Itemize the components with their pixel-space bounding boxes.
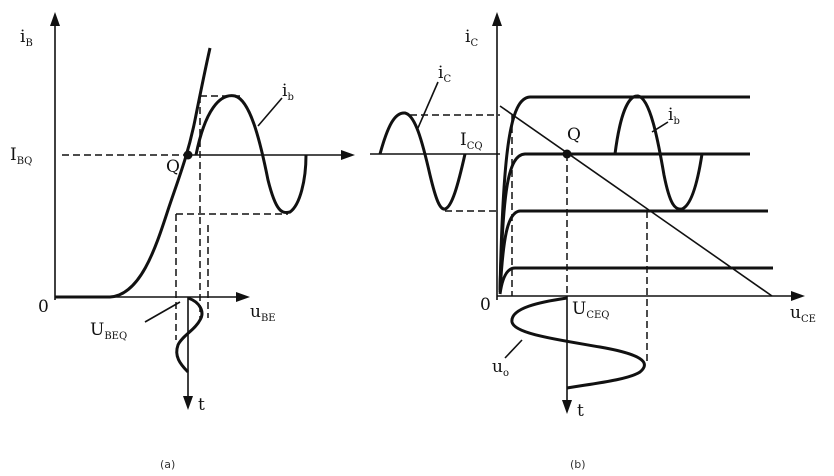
a-ib-sine-wave xyxy=(194,94,308,215)
a-ubeq-label: UBEQ xyxy=(90,320,127,342)
b-ic-leader xyxy=(417,81,439,129)
b-uo-label: uo xyxy=(492,357,509,379)
a-ube-sine-wave xyxy=(175,296,204,374)
b-axis-y-label: iC xyxy=(465,27,478,49)
b-ib-sine-wave xyxy=(613,94,704,211)
b-icq-label: ICQ xyxy=(460,130,483,152)
b-q-point xyxy=(562,149,572,159)
a-y-axis-arrow xyxy=(50,12,60,26)
b-ib-label: ib xyxy=(668,105,680,127)
a-input-characteristic xyxy=(55,47,212,299)
a-axis-y-label: iB xyxy=(20,27,33,49)
a-caption: (a) xyxy=(160,458,175,471)
b-curve-2 xyxy=(498,152,750,291)
a-q-label: Q xyxy=(166,157,180,177)
b-axis-x-label: uCE xyxy=(790,303,816,325)
b-caption: (b) xyxy=(570,458,586,471)
b-t-axis-arrow xyxy=(562,400,572,414)
a-ubeq-leader xyxy=(144,301,181,323)
b-load-line xyxy=(499,105,773,297)
b-curve-3 xyxy=(498,209,768,293)
b-uceq-label: UCEQ xyxy=(572,299,609,321)
b-uo-sine-wave xyxy=(510,296,646,390)
a-axis-t-label: t xyxy=(198,395,205,415)
a-ib-leader xyxy=(257,97,283,127)
a-origin-label: 0 xyxy=(38,297,49,317)
b-curve-4 xyxy=(498,266,773,295)
b-ib-leader xyxy=(651,121,669,133)
b-origin-label: 0 xyxy=(480,295,491,315)
b-ic-sine-wave xyxy=(378,111,467,211)
a-t-axis-arrow xyxy=(183,396,193,410)
a-x-axis-arrow xyxy=(236,292,250,302)
b-x-axis-arrow xyxy=(791,291,805,301)
a-ibq-label: IBQ xyxy=(10,145,32,167)
a-axis-x-label: uBE xyxy=(250,302,276,324)
b-axis-t-label: t xyxy=(577,401,584,421)
b-ic-label: iC xyxy=(438,63,451,85)
b-uo-leader xyxy=(504,339,523,359)
b-q-label: Q xyxy=(567,125,581,145)
b-y-axis-arrow xyxy=(492,12,502,26)
a-ibq-arrow xyxy=(341,150,355,160)
panel-a: iB uBE t 0 IBQ Q ib UBEQ (a) xyxy=(10,12,355,471)
panel-b: iC uCE t 0 iC ICQ Q ib UCEQ uo (b) xyxy=(370,12,816,471)
a-q-point xyxy=(183,150,193,160)
a-ib-label: ib xyxy=(282,81,294,103)
